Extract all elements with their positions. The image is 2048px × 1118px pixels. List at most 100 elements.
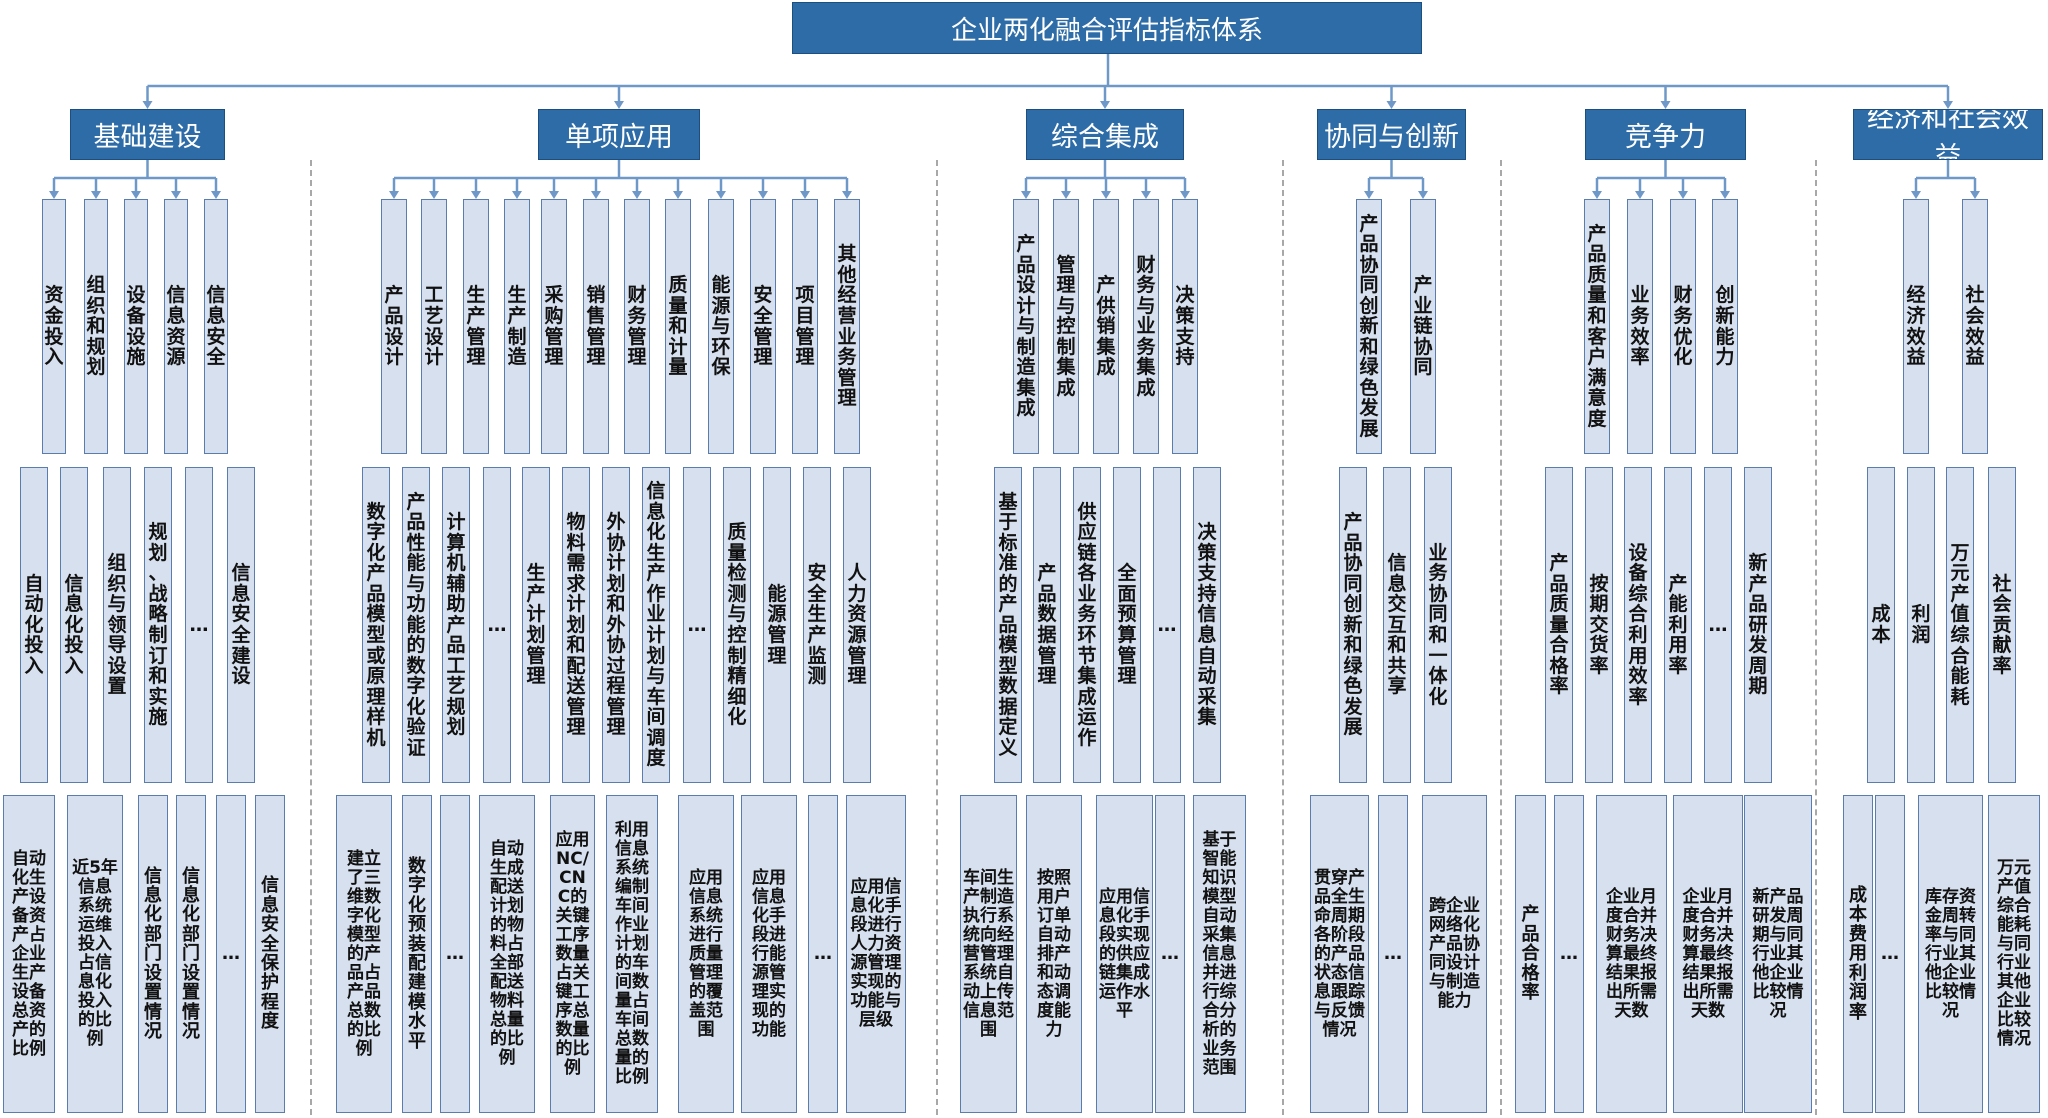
column-separator bbox=[1282, 160, 1284, 1115]
level3-indicator-label: 信息安全建设 bbox=[231, 562, 251, 688]
level2-indicator-label: 采购管理 bbox=[544, 284, 564, 369]
column-separator bbox=[1815, 160, 1817, 1115]
level4-indicator: 应用信息系统进行质量管理的覆盖范围 bbox=[678, 795, 734, 1113]
level4-indicator-label: 应用信息化手段进行人力资源管理实现的功能与层级 bbox=[850, 877, 902, 1030]
category-header: 竞争力 bbox=[1585, 109, 1746, 160]
level2-indicator: 生产制造 bbox=[504, 199, 530, 454]
level4-indicator-label: … bbox=[1560, 943, 1578, 965]
level2-indicator: 安全管理 bbox=[750, 199, 776, 454]
level4-indicator: 企业月度合并财务决算最终结果报出所需天数 bbox=[1673, 795, 1743, 1113]
level3-indicator-label: 规划、战略制订和实施 bbox=[148, 521, 168, 729]
level3-indicator-label: 利润 bbox=[1911, 603, 1931, 646]
arrow-head bbox=[1943, 101, 1953, 109]
level2-indicator-label: 经济效益 bbox=[1906, 284, 1926, 369]
level2-indicator-label: 质量和计量 bbox=[668, 274, 688, 379]
level2-indicator: 产品设计 bbox=[381, 199, 407, 454]
level2-indicator-label: 产供销集成 bbox=[1096, 274, 1116, 379]
level4-indicator-label: 数字化预装配建模水平 bbox=[408, 855, 426, 1052]
level2-indicator-label: 生产制造 bbox=[507, 284, 527, 369]
arrow-head bbox=[716, 191, 726, 199]
level3-indicator: 数字化产品模型或原理样机 bbox=[362, 467, 390, 783]
level4-indicator: 利用信息系统编制车间作业计划的车间数量占车间总数量的比例 bbox=[606, 795, 658, 1113]
level4-indicator: 信息化部门设置情况 bbox=[138, 795, 168, 1113]
level2-indicator: 工艺设计 bbox=[421, 199, 447, 454]
arrow-head bbox=[389, 191, 399, 199]
level3-indicator-label: 全面预算管理 bbox=[1117, 562, 1137, 688]
arrow-head bbox=[1660, 101, 1671, 109]
level2-indicator-label: 资金投入 bbox=[44, 284, 64, 369]
level2-indicator-label: 销售管理 bbox=[586, 284, 606, 369]
level3-indicator-label: 质量检测与控制精细化 bbox=[727, 521, 747, 729]
level2-indicator: 信息资源 bbox=[164, 199, 188, 454]
level2-indicator-label: 产品协同创新和绿色发展 bbox=[1359, 212, 1379, 440]
level4-indicator: … bbox=[1155, 795, 1185, 1113]
arrow-head bbox=[1911, 191, 1921, 199]
level2-indicator-label: 安全管理 bbox=[753, 284, 773, 369]
level2-indicator-label: 信息资源 bbox=[166, 284, 186, 369]
level4-indicator-label: 信息化部门设置情况 bbox=[182, 865, 200, 1043]
level2-indicator-label: 产业链协同 bbox=[1413, 274, 1433, 379]
level2-indicator-label: 其他经营业务管理 bbox=[837, 243, 857, 410]
level4-indicator-label: 企业月度合并财务决算最终结果报出所需天数 bbox=[1606, 886, 1657, 1021]
level3-indicator-label: 新产品研发周期 bbox=[1748, 552, 1768, 698]
level3-indicator: 人力资源管理 bbox=[843, 467, 871, 783]
level2-indicator-label: 产品设计与制造集成 bbox=[1016, 233, 1036, 420]
level4-indicator: … bbox=[1378, 795, 1408, 1113]
level2-indicator: 产业链协同 bbox=[1410, 199, 1436, 454]
level4-indicator: 自动生成配送计划的物料占全部配送物料总量的比例 bbox=[479, 795, 535, 1113]
level2-indicator-label: 创新能力 bbox=[1715, 284, 1735, 369]
level2-indicator: 能源与环保 bbox=[708, 199, 734, 454]
level4-indicator-label: 贯穿产品全生命周期各阶段的产品状态信息跟踪与反馈情况 bbox=[1314, 867, 1365, 1040]
level4-indicator: 产品合格率 bbox=[1515, 795, 1546, 1113]
level3-indicator: 信息交互和共享 bbox=[1383, 467, 1411, 783]
level2-indicator: 创新能力 bbox=[1712, 199, 1738, 454]
level4-indicator-label: … bbox=[446, 943, 464, 965]
level4-indicator: 应用NC/CNC的关键工序数量占关键工序总数量的比例 bbox=[550, 795, 595, 1113]
level4-indicator-label: … bbox=[1384, 943, 1402, 965]
level4-indicator-label: 信息安全保护程度 bbox=[261, 875, 279, 1033]
level2-indicator-label: 业务效率 bbox=[1630, 284, 1650, 369]
level3-indicator-label: 信息化投入 bbox=[64, 572, 84, 677]
level3-indicator-label: 产品性能与功能的数字化验证 bbox=[406, 490, 426, 759]
level2-indicator: 组织和规划 bbox=[84, 199, 108, 454]
level3-indicator: 社会贡献率 bbox=[1988, 467, 2016, 783]
arrow-head bbox=[632, 191, 642, 199]
level4-indicator-label: 应用NC/CNC的关键工序数量占关键工序总数量的比例 bbox=[555, 829, 590, 1078]
level4-indicator: … bbox=[440, 795, 470, 1113]
level3-indicator: … bbox=[1153, 467, 1181, 783]
level4-indicator: 自动化生产设备资产占企业生产设备总资产的比例 bbox=[3, 795, 55, 1113]
level3-indicator: 信息化生产作业计划与车间调度 bbox=[642, 467, 670, 783]
level2-indicator: 产品设计与制造集成 bbox=[1013, 199, 1039, 454]
arrow-head bbox=[591, 191, 601, 199]
level3-indicator-label: 供应链各业务环节集成运作 bbox=[1077, 500, 1097, 749]
level4-indicator-label: 建立了三维数字化模型的产品占产品总数的比例 bbox=[347, 848, 381, 1059]
level3-indicator-label: 决策支持信息自动采集 bbox=[1197, 521, 1217, 729]
level4-indicator-label: 近5年信息系统运维投入占信息化投入的比例 bbox=[72, 858, 118, 1049]
category-header: 单项应用 bbox=[538, 109, 700, 160]
level4-indicator: 应用信息化手段进行人力资源管理实现的功能与层级 bbox=[846, 795, 906, 1113]
level4-indicator: … bbox=[1875, 795, 1905, 1113]
level2-indicator: 财务管理 bbox=[624, 199, 650, 454]
level3-indicator-label: 产品协同创新和绿色发展 bbox=[1343, 511, 1363, 739]
level4-indicator: 跨企业网络化产品协同设计与制造能力 bbox=[1422, 795, 1487, 1113]
arrow-head bbox=[673, 191, 683, 199]
level3-indicator: 信息化投入 bbox=[60, 467, 88, 783]
level4-indicator: 万元产值综合能耗与同行业其他企业比较情况 bbox=[1988, 795, 2040, 1113]
level3-indicator: 自动化投入 bbox=[20, 467, 48, 783]
level3-indicator: 规划、战略制订和实施 bbox=[144, 467, 172, 783]
level2-indicator-label: 管理与控制集成 bbox=[1056, 253, 1076, 399]
level3-indicator-label: 安全生产监测 bbox=[807, 562, 827, 688]
level4-indicator-label: 车间生产制造执行系统向经营管理系统自动上传信息范围 bbox=[963, 867, 1014, 1040]
level4-indicator: 应用信息化手段实现的供应链集成运作水平 bbox=[1096, 795, 1153, 1113]
level4-indicator: 信息化部门设置情况 bbox=[176, 795, 206, 1113]
level4-indicator: 车间生产制造执行系统向经营管理系统自动上传信息范围 bbox=[960, 795, 1017, 1113]
arrow-head bbox=[512, 191, 522, 199]
level4-indicator-label: 库存资金周转率与同行业其他企业比较情况 bbox=[1925, 886, 1976, 1021]
arrow-head bbox=[91, 191, 101, 199]
level2-indicator: 经济效益 bbox=[1903, 199, 1929, 454]
level3-indicator: 物料需求计划和配送管理 bbox=[562, 467, 590, 783]
level4-indicator-label: 基于智能知识模型自动采集信息并进行综合分析的业务范围 bbox=[1202, 829, 1237, 1078]
level2-indicator: 生产管理 bbox=[463, 199, 489, 454]
level3-indicator: … bbox=[683, 467, 711, 783]
level3-indicator-label: 基于标准的产品模型数据定义 bbox=[998, 490, 1018, 759]
